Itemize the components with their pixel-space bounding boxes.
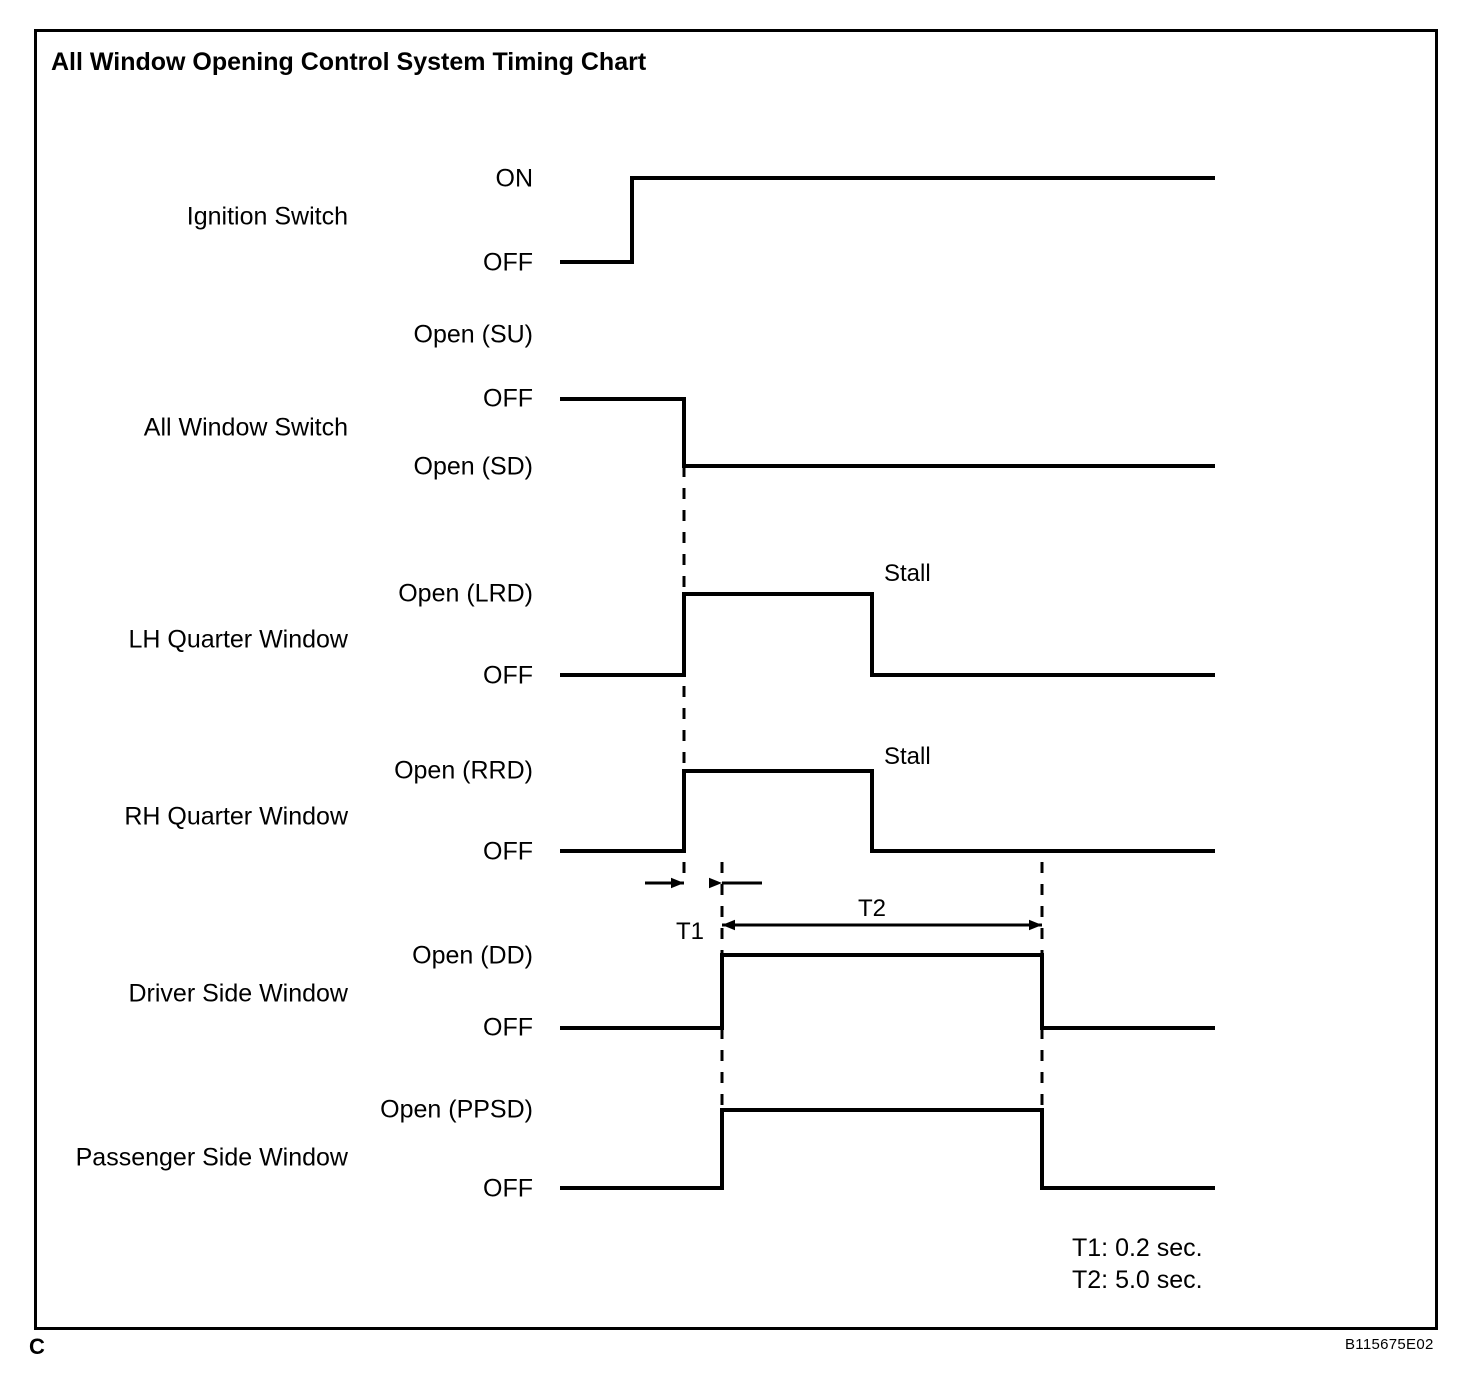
legend-t1-value: T1: 0.2 sec.	[1072, 1234, 1203, 1262]
level-label-allwindow-open-su: Open (SU)	[413, 320, 533, 349]
row-label-all-window-switch: All Window Switch	[143, 413, 348, 442]
level-label-dd-open: Open (DD)	[412, 941, 533, 970]
legend-t2-value: T2: 5.0 sec.	[1072, 1266, 1203, 1294]
annotation-stall-lh: Stall	[884, 560, 931, 587]
row-label-rh-quarter-window: RH Quarter Window	[124, 802, 348, 831]
page-title: All Window Opening Control System Timing…	[51, 48, 647, 76]
corner-mark: C	[29, 1334, 45, 1359]
level-label-ignition-off: OFF	[483, 248, 533, 277]
diagram-border	[34, 29, 1438, 1330]
level-label-lh-off: OFF	[483, 661, 533, 690]
row-label-driver-side-window: Driver Side Window	[128, 979, 348, 1008]
level-label-allwindow-off: OFF	[483, 384, 533, 413]
level-label-ignition-on: ON	[495, 164, 534, 193]
row-label-ignition-switch: Ignition Switch	[186, 202, 348, 231]
level-label-ppsd-open: Open (PPSD)	[380, 1095, 533, 1124]
marker-label-t1: T1	[676, 918, 705, 945]
level-label-dd-off: OFF	[483, 1013, 533, 1042]
level-label-lh-open-lrd: Open (LRD)	[398, 579, 533, 608]
level-label-rh-open-rrd: Open (RRD)	[394, 756, 533, 785]
level-label-ppsd-off: OFF	[483, 1174, 533, 1203]
marker-label-t2: T2	[858, 895, 887, 922]
level-label-allwindow-open-sd: Open (SD)	[413, 452, 533, 481]
row-label-lh-quarter-window: LH Quarter Window	[128, 625, 348, 654]
annotation-stall-rh: Stall	[884, 743, 931, 770]
document-code: B115675E02	[1345, 1336, 1434, 1353]
row-label-passenger-side-window: Passenger Side Window	[75, 1143, 348, 1172]
level-label-rh-off: OFF	[483, 837, 533, 866]
